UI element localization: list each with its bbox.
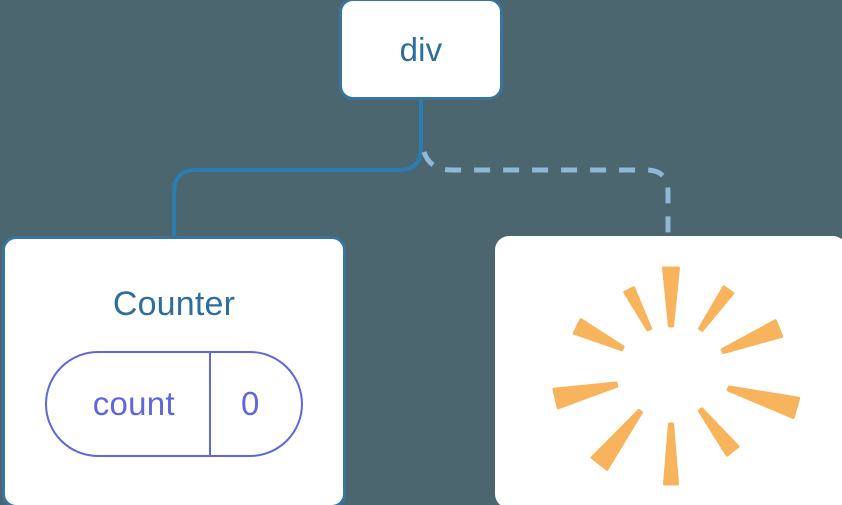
node-pending[interactable] xyxy=(495,236,842,505)
state-pill-divider xyxy=(208,353,211,455)
sparkle-ray-1 xyxy=(698,285,735,332)
node-root-div[interactable]: div xyxy=(339,0,503,100)
edge-root-to-counter xyxy=(172,98,423,240)
sparkle-ray-3 xyxy=(726,385,801,419)
edge-root-to-pending xyxy=(421,151,671,238)
sparkle-ray-2 xyxy=(720,319,784,355)
state-key-label: count xyxy=(92,385,175,422)
state-pill-count[interactable]: count 0 xyxy=(44,351,304,457)
sparkle-ray-6 xyxy=(590,408,643,471)
node-counter-label: Counter xyxy=(112,285,236,323)
state-value-label: 0 xyxy=(240,385,260,422)
sparkle-ray-8 xyxy=(572,318,625,352)
node-counter[interactable]: Counter count 0 xyxy=(2,236,346,505)
sparkle-ray-0 xyxy=(662,266,680,328)
sparkle-burst-icon xyxy=(552,266,801,486)
node-root-label: div xyxy=(399,30,443,68)
sparkle-ray-7 xyxy=(552,381,619,410)
sparkle-ray-4 xyxy=(697,407,740,457)
sparkle-ray-5 xyxy=(663,422,679,486)
sparkle-ray-9 xyxy=(623,286,653,332)
